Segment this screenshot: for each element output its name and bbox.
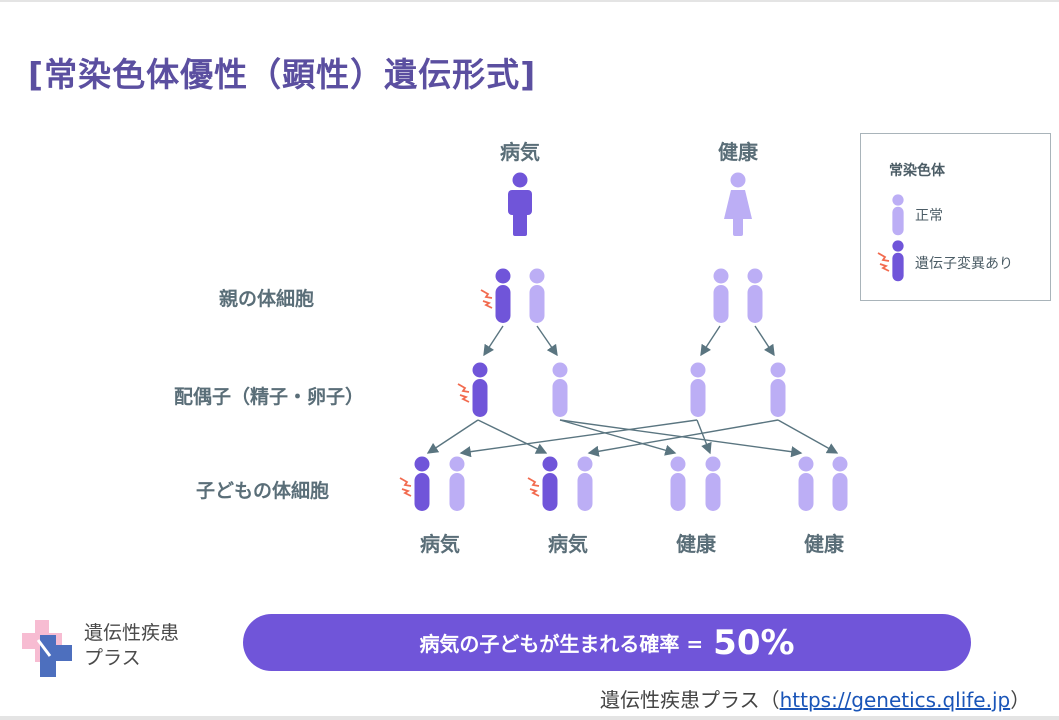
- logo-line1: 遺伝性疾患: [84, 622, 180, 644]
- inheritance-arrows: [426, 325, 839, 458]
- credit-text: 遺伝性疾患プラス（: [600, 688, 780, 712]
- parent-healthy-label: 健康: [718, 140, 758, 164]
- chromosome-mutated: [542, 456, 558, 511]
- female-healthy-icon: [724, 172, 752, 236]
- chromosome-normal: [552, 362, 568, 417]
- child-status-3: 健康: [676, 532, 716, 556]
- child-status-4: 健康: [804, 532, 844, 556]
- credit-link[interactable]: https://genetics.qlife.jp: [779, 688, 1011, 712]
- chromosome-normal: [577, 456, 593, 511]
- chromosome-normal: [713, 268, 729, 323]
- banner-text: 病気の子どもが生まれる確率 =: [419, 632, 704, 656]
- chromosome-normal: [747, 268, 763, 323]
- credit-close: ）: [1010, 688, 1031, 712]
- logo-icon: [22, 620, 72, 677]
- mutation-icon: [399, 477, 412, 497]
- source-credit: 遺伝性疾患プラス（https://genetics.qlife.jp）: [600, 684, 1030, 713]
- chromosome-normal: [832, 456, 848, 511]
- probability-banner: 病気の子どもが生まれる確率 = 50%: [243, 614, 971, 671]
- row-label-gametes: 配偶子（精子・卵子）: [174, 386, 365, 408]
- child-status-1: 病気: [420, 532, 460, 556]
- legend-title: 常染色体: [889, 163, 945, 179]
- chromosome-normal: [670, 456, 686, 511]
- mutation-icon: [457, 383, 470, 403]
- page-title: [常染色体優性（顕性）遺伝形式]: [28, 55, 537, 94]
- chromosome-mutated: [472, 362, 488, 417]
- mutation-icon: [480, 289, 493, 309]
- legend-box: 常染色体 正常 遺伝子変異あり: [860, 133, 1051, 301]
- child-status-2: 病気: [548, 532, 588, 556]
- top-border: [0, 0, 1059, 2]
- bottom-border: [0, 716, 1059, 720]
- logo-text: 遺伝性疾患 プラス: [84, 621, 179, 671]
- legend-normal-label: 正常: [915, 208, 943, 224]
- chromosome-mutated: [414, 456, 430, 511]
- chromosome-normal: [690, 362, 706, 417]
- chromosome-mutated: [495, 268, 511, 323]
- banner-probability: 50%: [713, 622, 795, 663]
- row-label-child-cells: 子どもの体細胞: [196, 480, 330, 502]
- row-label-parent-cells: 親の体細胞: [219, 288, 315, 310]
- chromosome-normal: [798, 456, 814, 511]
- legend-mutated-label: 遺伝子変異あり: [915, 256, 1013, 272]
- chromosome-normal: [529, 268, 545, 323]
- logo-line2: プラス: [84, 647, 141, 669]
- chromosome-normal: [705, 456, 721, 511]
- mutation-icon: [527, 477, 540, 497]
- parent-affected-label: 病気: [500, 140, 540, 164]
- chromosome-normal: [770, 362, 786, 417]
- male-affected-icon: [508, 172, 532, 236]
- chromosome-normal: [449, 456, 465, 511]
